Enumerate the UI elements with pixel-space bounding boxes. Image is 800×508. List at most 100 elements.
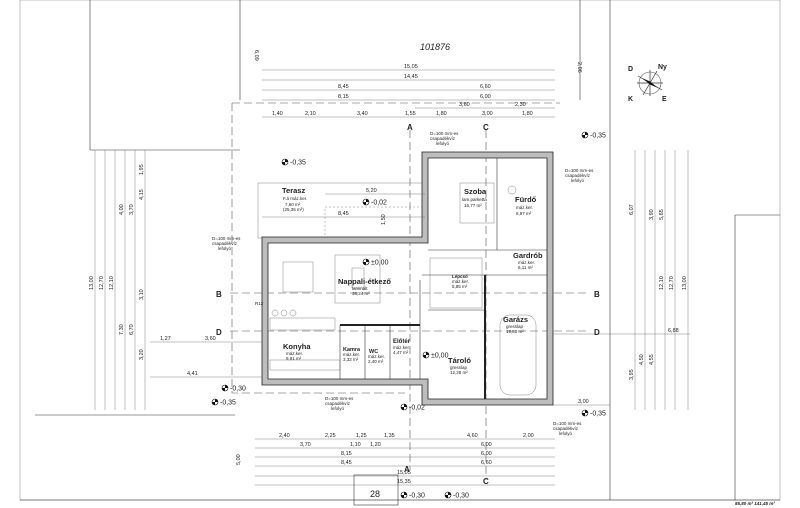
svg-text:19,80 m²: 19,80 m² [506, 329, 524, 334]
dim-text: 12,70 [669, 276, 675, 290]
svg-text:9,91 m²: 9,91 m² [286, 356, 302, 361]
elevation-marker-icon: -0,02 [362, 198, 387, 207]
dim-text: 4,50 [639, 354, 645, 365]
dim-text: 3,95 [629, 369, 635, 380]
svg-text:Konyha: Konyha [283, 342, 311, 351]
dim-text: 2,06 [576, 62, 582, 73]
right-dimensions: 13,00 12,70 12,10 5,65 3,90 4,55 4,50 3,… [629, 150, 689, 410]
section-c-bottom: C [483, 477, 489, 486]
svg-text:máz.ker.: máz.ker. [286, 351, 303, 356]
elevation-value: -0,35 [590, 133, 606, 140]
dim-text: 1,50 [381, 214, 387, 225]
dim-text: 3,00 [482, 111, 493, 117]
ridge-label: R12 [255, 301, 264, 306]
elevation-marker-icon: -0,02 [400, 403, 425, 412]
dim-text: 3,00 [578, 399, 589, 405]
dim-text: 6,07 [629, 204, 635, 215]
section-lines [230, 130, 590, 480]
furniture [269, 182, 537, 396]
dim-text: 3,90 [649, 209, 655, 220]
dim-text: 2,40 [279, 433, 290, 439]
svg-text:csapadékvíz: csapadékvíz [565, 173, 591, 178]
dim-text: 4,41 [187, 371, 198, 377]
elevation-marker-icon: -0,35 [281, 158, 306, 167]
svg-text:laminált: laminált [352, 286, 368, 291]
dim-text: 2,10 [305, 111, 316, 117]
svg-text:Garázs: Garázs [503, 315, 528, 324]
section-b-left: B [216, 290, 222, 299]
dim-text: 6,00 [481, 442, 492, 448]
svg-text:csapadékvíz: csapadékvíz [212, 241, 238, 246]
dim-text: 1,80 [436, 111, 447, 117]
svg-text:(25,35 m²): (25,35 m²) [283, 207, 304, 212]
svg-text:D=100 mm-es: D=100 mm-es [212, 236, 241, 241]
svg-text:máz.ker.: máz.ker. [368, 354, 385, 359]
dim-text: 3,70 [300, 442, 311, 448]
dim-text: 1,25 [356, 433, 367, 439]
dim-text: 3,20 [139, 349, 145, 360]
dim-text: 15,05 [397, 470, 411, 476]
svg-text:4,47 m²: 4,47 m² [393, 350, 409, 355]
dim-text: 8,45 [338, 211, 349, 217]
dim-text: 8,15 [341, 451, 352, 457]
svg-text:5,85 m²: 5,85 m² [452, 284, 468, 289]
dim-text: 6,00 [480, 94, 491, 100]
dim-text: 3,60 [205, 336, 216, 342]
left-dimensions: 13,00 12,70 12,10 7,30 6,70 4,00 3,70 4,… [89, 150, 146, 410]
svg-text:gresslap: gresslap [506, 324, 524, 329]
dim-text: 1,40 [272, 111, 283, 117]
lot-number: 101876 [420, 42, 450, 52]
svg-text:Nappali-étkező: Nappali-étkező [338, 277, 391, 286]
section-d-right: D [594, 328, 600, 337]
dim-text: 3,40 [357, 111, 368, 117]
svg-text:Fürdő: Fürdő [515, 195, 537, 204]
area-summary: 85,80 m² 141,45 m² [735, 501, 775, 506]
elevation-marker-icon: ±0,00 [422, 351, 449, 360]
elevation-value: ±0,00 [371, 260, 389, 267]
svg-text:D=100 mm-es: D=100 mm-es [430, 131, 459, 136]
elevation-value: -0,02 [409, 405, 425, 412]
dim-text: 3,60 [459, 102, 470, 108]
dim-text: 1,80 [522, 111, 533, 117]
dim-text: 8,45 [341, 460, 352, 466]
elevation-value: -0,30 [453, 493, 469, 500]
svg-text:7,60 m²: 7,60 m² [285, 202, 301, 207]
bottom-dimensions: 2,40 2,25 1,25 1,35 4,60 2,00 3,70 1,10 … [255, 433, 555, 486]
elevation-marker-icon: ±0,00 [362, 258, 389, 267]
section-d-left: D [216, 328, 222, 337]
svg-text:K: K [628, 96, 633, 103]
elevation-marker-icon: -0,30 [400, 491, 425, 500]
dim-text: 6,00 [481, 451, 492, 457]
elevation-value: -0,35 [290, 160, 306, 167]
svg-text:Ny: Ny [658, 64, 667, 71]
dim-text: 12,10 [659, 276, 665, 290]
svg-text:máz.ker.: máz.ker. [452, 279, 469, 284]
svg-text:lefolyó: lefolyó [436, 141, 450, 146]
dim-text: 3,10 [139, 289, 145, 300]
dim-text: 4,55 [649, 354, 655, 365]
dim-text: 13,00 [682, 276, 688, 290]
svg-text:8,97 m²: 8,97 m² [516, 211, 532, 216]
compass-icon: D Ny K E [628, 64, 667, 103]
elevation-marker-icon: -0,30 [444, 491, 469, 500]
svg-text:csapadékvíz: csapadékvíz [430, 136, 456, 141]
dim-text: 6,88 [668, 328, 679, 334]
dim-text: 5,65 [659, 209, 665, 220]
svg-text:máz.ker.: máz.ker. [393, 345, 410, 350]
svg-text:Gardrób: Gardrób [513, 251, 543, 260]
site-lines [19, 0, 781, 506]
dim-text: 13,00 [89, 276, 95, 290]
dim-text: 14,45 [404, 74, 418, 80]
